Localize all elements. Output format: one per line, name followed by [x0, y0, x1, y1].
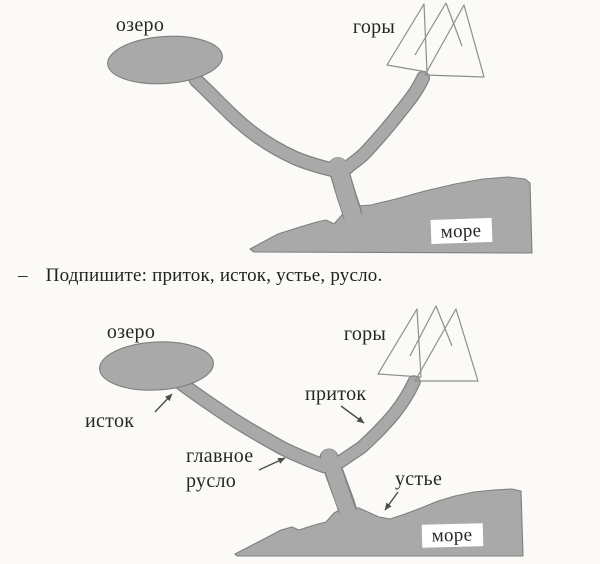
mountain-triangle-middle [409, 305, 453, 357]
mountains-label: горы [344, 323, 386, 345]
source-arrow [154, 393, 173, 413]
mouth-arrow [384, 491, 399, 511]
mountain-triangle-left [386, 3, 428, 73]
lake-label: озеро [116, 14, 164, 36]
lake-shape [107, 35, 223, 85]
mountain-triangle-right [414, 308, 479, 382]
top-river-diagram: море озеро горы [107, 2, 533, 254]
main-channel-label-line1: главное [186, 445, 253, 467]
sea-label: море [440, 220, 481, 242]
mountain-triangle-middle [414, 2, 463, 56]
tributary-river [334, 376, 420, 468]
bottom-river-diagram: море озеро горы исток приток главное рус… [85, 305, 524, 557]
tributary-label: приток [305, 383, 366, 405]
instruction-line: – Подпишите: приток, исток, устье, русло… [18, 265, 578, 287]
main-river [329, 157, 363, 229]
mountain-triangle-right [424, 4, 485, 78]
mountains-icon [377, 305, 479, 382]
lake-label: озеро [107, 321, 155, 343]
main-channel-river [176, 378, 330, 472]
lower-main-river [321, 449, 357, 523]
tributary-river [341, 72, 429, 174]
mouth-label: устье [395, 468, 442, 490]
lake-river [190, 74, 339, 176]
source-label: исток [85, 410, 134, 432]
tributary-arrow [340, 405, 365, 424]
main-channel-label-line2: русло [186, 470, 236, 492]
instruction-dash: – [18, 265, 28, 286]
lake-shape [99, 341, 214, 391]
mountains-icon [386, 2, 485, 78]
mountains-label: горы [353, 16, 395, 38]
main-channel-arrow [258, 457, 286, 471]
mountain-triangle-left [377, 308, 422, 378]
sea-label: море [431, 524, 472, 546]
sea-label-box [430, 217, 493, 245]
sea-label-box [421, 523, 484, 548]
instruction-text: Подпишите: приток, исток, устье, русло. [45, 265, 383, 286]
